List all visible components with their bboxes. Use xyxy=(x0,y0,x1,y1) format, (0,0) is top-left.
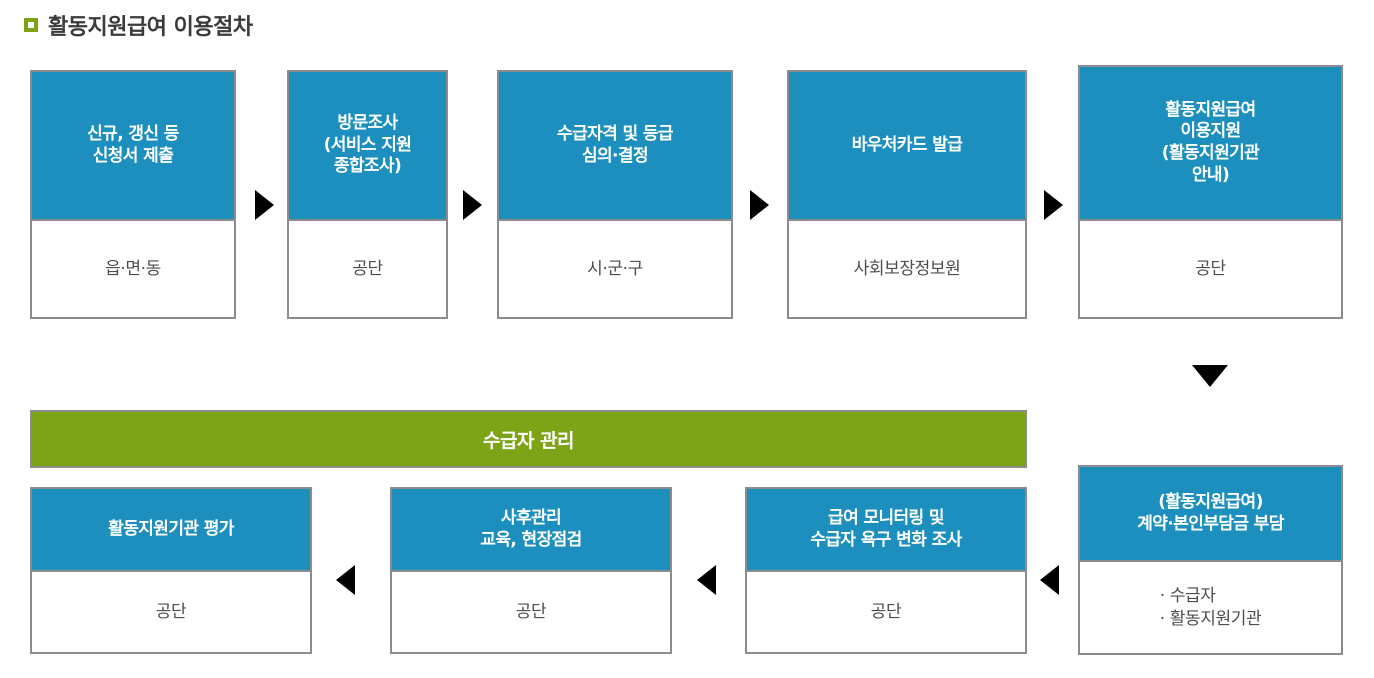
management-step-followup: 사후관리 교육, 현장점검 공단 xyxy=(390,487,672,654)
management-step-followup-actor: 공단 xyxy=(392,572,670,652)
management-banner-label: 수급자 관리 xyxy=(482,429,575,452)
process-step-2-title: 방문조사 (서비스 지원 종합조사) xyxy=(289,72,446,221)
process-step-3-actor: 시·군·구 xyxy=(499,221,731,317)
management-banner: 수급자 관리 xyxy=(30,410,1027,468)
process-step-4-title: 바우처카드 발급 xyxy=(789,72,1025,221)
payment-step: (활동지원급여) 계약·본인부담금 부담 · 수급자 · 활동지원기관 xyxy=(1078,465,1343,655)
process-step-4: 바우처카드 발급 사회보장정보원 xyxy=(787,70,1027,319)
process-step-1-actor: 읍·면·동 xyxy=(32,221,234,317)
management-step-monitoring-actor: 공단 xyxy=(747,572,1025,652)
management-step-evaluation-actor: 공단 xyxy=(32,572,310,652)
arrow-left-icon-2 xyxy=(697,565,716,595)
process-step-2-actor: 공단 xyxy=(289,221,446,317)
management-step-followup-title: 사후관리 교육, 현장점검 xyxy=(392,489,670,572)
process-step-5-title: 활동지원급여 이용지원 (활동지원기관 안내) xyxy=(1080,67,1341,221)
management-step-evaluation: 활동지원기관 평가 공단 xyxy=(30,487,312,654)
arrow-right-icon-4 xyxy=(1044,190,1063,220)
process-step-2: 방문조사 (서비스 지원 종합조사) 공단 xyxy=(287,70,448,319)
process-step-5: 활동지원급여 이용지원 (활동지원기관 안내) 공단 xyxy=(1078,65,1343,319)
management-step-monitoring-title: 급여 모니터링 및 수급자 욕구 변화 조사 xyxy=(747,489,1025,572)
process-step-3: 수급자격 및 등급 심의·결정 시·군·구 xyxy=(497,70,733,319)
process-step-1: 신규, 갱신 등 신청서 제출 읍·면·동 xyxy=(30,70,236,319)
payment-step-title: (활동지원급여) 계약·본인부담금 부담 xyxy=(1080,467,1341,562)
arrow-right-icon-3 xyxy=(750,190,769,220)
arrow-right-icon-1 xyxy=(255,190,274,220)
process-step-4-actor: 사회보장정보원 xyxy=(789,221,1025,317)
management-step-monitoring: 급여 모니터링 및 수급자 욕구 변화 조사 공단 xyxy=(745,487,1027,654)
arrow-down-icon xyxy=(1192,365,1228,387)
arrow-left-icon-3 xyxy=(336,565,355,595)
square-bullet-icon xyxy=(24,18,38,32)
payment-step-actors: · 수급자 · 활동지원기관 xyxy=(1080,562,1341,653)
management-step-evaluation-title: 활동지원기관 평가 xyxy=(32,489,310,572)
process-step-1-title: 신규, 갱신 등 신청서 제출 xyxy=(32,72,234,221)
process-step-5-actor: 공단 xyxy=(1080,221,1341,317)
arrow-left-icon-1 xyxy=(1040,565,1059,595)
page-title-text: 활동지원급여 이용절차 xyxy=(48,15,253,40)
arrow-right-icon-2 xyxy=(463,190,482,220)
page-title: 활동지원급여 이용절차 xyxy=(24,8,253,42)
process-step-3-title: 수급자격 및 등급 심의·결정 xyxy=(499,72,731,221)
